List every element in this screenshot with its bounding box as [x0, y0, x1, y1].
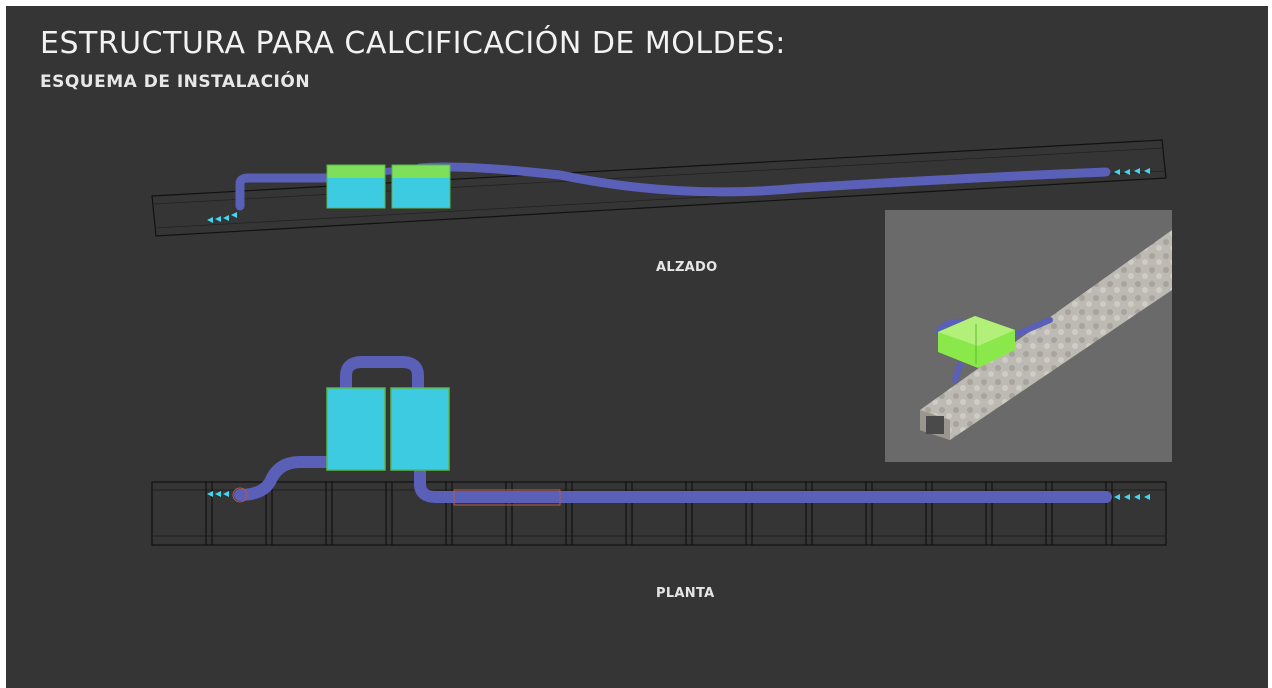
- elevation-pipe: [235, 162, 1111, 211]
- elevation-flow-arrows: [207, 168, 1150, 223]
- plan-pipe-bridge: [340, 356, 424, 394]
- elevation-tanks: [326, 164, 451, 209]
- elevation-view: [151, 139, 1167, 237]
- plan-pipe-inlet: [234, 456, 336, 501]
- page-subtitle: ESQUEMA DE INSTALACIÓN: [40, 72, 311, 92]
- elevation-channel: [151, 139, 1167, 237]
- plan-tanks: [326, 387, 450, 471]
- plan-label: PLANTA: [656, 586, 715, 601]
- plan-flow-arrows: [207, 491, 1150, 500]
- render-3d-panel: [885, 210, 1172, 462]
- page-title: ESTRUCTURA PARA CALCIFICACIÓN DE MOLDES:: [40, 26, 786, 61]
- plan-channel: [151, 481, 1167, 546]
- plan-pipe-outlet: [414, 464, 1112, 503]
- elevation-label: ALZADO: [656, 260, 718, 275]
- plan-view: [151, 356, 1167, 546]
